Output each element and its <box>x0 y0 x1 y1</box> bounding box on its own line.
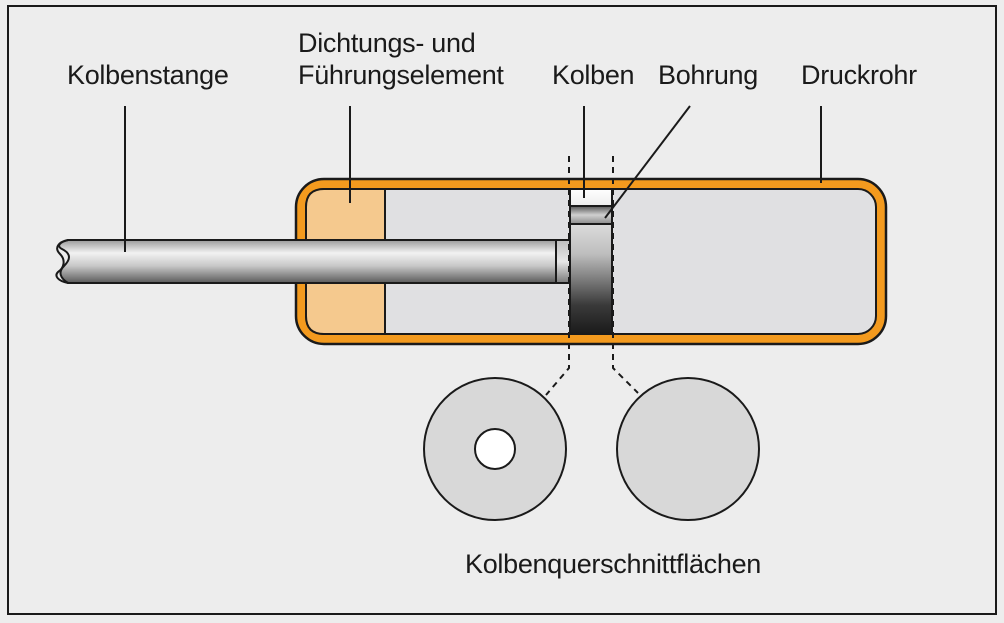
label-seal-line1: Dichtungs- und <box>298 28 475 58</box>
label-cross-sections: Kolbenquerschnittflächen <box>465 549 761 579</box>
label-seal-line2: Führungselement <box>298 60 504 90</box>
leader-lines <box>124 105 822 252</box>
rod-end-collar <box>555 239 571 284</box>
label-pressure-tube: Druckrohr <box>801 60 917 90</box>
label-piston: Kolben <box>552 60 634 90</box>
leader-bore <box>604 105 691 219</box>
cross-section-bore-hole <box>474 428 516 470</box>
label-bore: Bohrung <box>658 60 758 90</box>
bore-channel <box>569 205 613 225</box>
projection-line-left <box>545 156 570 396</box>
projection-line-right <box>612 156 639 394</box>
piston-rod <box>58 239 561 284</box>
cross-section-solid <box>616 377 760 521</box>
rod-break-icon <box>55 239 69 284</box>
label-piston-rod: Kolbenstange <box>67 60 229 90</box>
projection-lines <box>545 156 639 396</box>
